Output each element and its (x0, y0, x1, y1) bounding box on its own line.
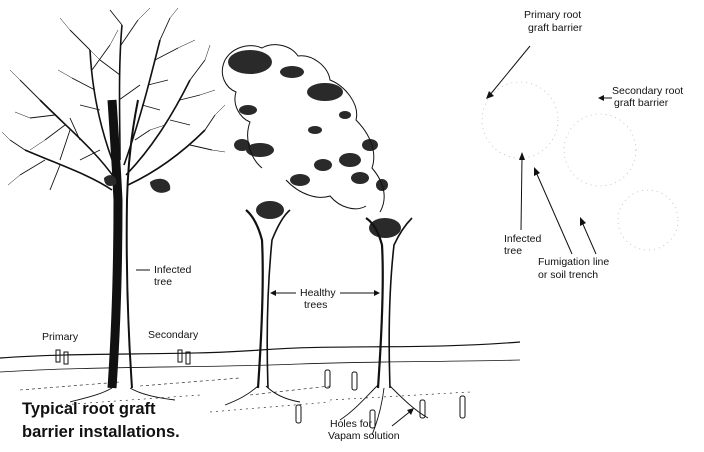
holes-pointer-head (407, 408, 414, 415)
plan-fumigation-line2: or soil trench (538, 269, 598, 281)
holes-label-line2: Vapam solution (328, 430, 400, 442)
plan-secondary-arrow-head (598, 95, 604, 101)
plan-infected-tree-line2: tree (504, 245, 522, 257)
healthy-trees-drawing (70, 45, 428, 435)
healthy-trees-label: Healthy trees (300, 287, 336, 311)
plan-secondary-barrier-line2: graft barrier (614, 97, 669, 109)
holes-label: Holes for Vapam solution (328, 418, 400, 442)
plan-primary-arrow-head (486, 91, 494, 99)
healthy-pointer-left-head (270, 290, 276, 296)
figure-caption: Typical root graft barrier installations… (22, 400, 180, 441)
plan-infected-tree-label: Infected tree (504, 233, 542, 257)
healthy-pointer-right-head (374, 290, 380, 296)
plan-primary-barrier-label: Primary root graft barrier (524, 9, 583, 34)
plan-fumigation-arrow-1 (536, 172, 572, 254)
healthy-trees-label-line2: trees (304, 299, 327, 311)
plan-primary-barrier-line1: Primary root (524, 9, 581, 21)
plan-secondary-barrier-line1: Secondary root (612, 85, 683, 97)
healthy-trees-label-line1: Healthy (300, 287, 336, 299)
plan-infected-arrow (521, 157, 522, 230)
plan-fumigation-label: Fumigation line or soil trench (538, 256, 609, 281)
plan-secondary-barrier-label: Secondary root graft barrier (612, 85, 683, 109)
infected-tree-label-line2: tree (154, 276, 172, 288)
plan-primary-barrier-line2: graft barrier (528, 22, 583, 34)
plan-view-diagram: Primary root graft barrier Secondary roo… (482, 9, 683, 281)
secondary-label: Secondary (148, 329, 199, 341)
plan-infected-tree-line1: Infected (504, 233, 542, 245)
infected-tree-label-line1: Infected (154, 264, 192, 276)
caption-line1: Typical root graft (22, 400, 156, 418)
plan-fumigation-line1: Fumigation line (538, 256, 609, 268)
infected-tree-label: Infected tree (154, 264, 192, 288)
plan-fumigation-arrow-2 (582, 222, 596, 254)
plan-primary-arrow (489, 46, 530, 96)
holes-label-line1: Holes for (330, 418, 373, 430)
caption-line2: barrier installations. (22, 423, 180, 441)
plan-infected-arrow-head (519, 152, 525, 160)
primary-label: Primary (42, 331, 79, 343)
